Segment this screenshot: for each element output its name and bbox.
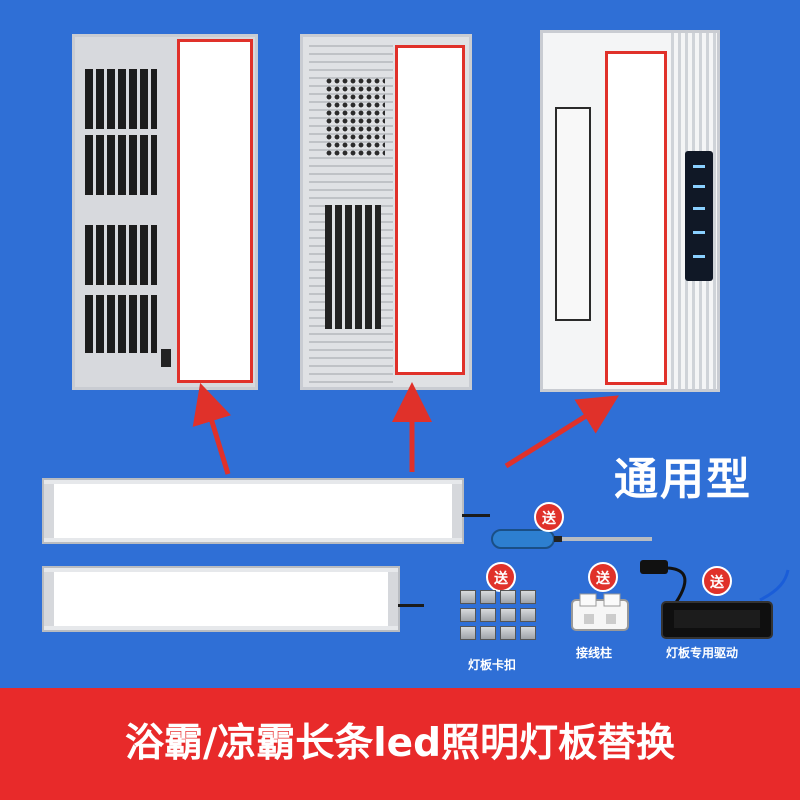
free-gift-badge: 送 xyxy=(534,502,564,532)
accessory-label-clips: 灯板卡扣 xyxy=(468,658,517,672)
screwdriver-icon xyxy=(491,529,652,549)
led-panel-highlight xyxy=(395,45,465,375)
bath-heater-fixture-1 xyxy=(72,34,258,390)
bath-heater-fixture-3 xyxy=(540,30,720,392)
clip-icon xyxy=(460,590,476,604)
vent-grille xyxy=(325,205,381,329)
screwdriver: 送 xyxy=(488,502,658,554)
clip-icon xyxy=(460,608,476,622)
bath-heater-fixture-2 xyxy=(300,34,472,390)
led-strip-panel xyxy=(42,478,464,544)
panel-clips: 送 xyxy=(456,562,550,656)
led-panel-highlight xyxy=(605,51,667,385)
clip-icon xyxy=(480,608,496,622)
control-indicator xyxy=(693,255,705,258)
clip-icon xyxy=(500,608,516,622)
universal-headline: 通用型 xyxy=(614,454,752,505)
accessory-label-driver: 灯板专用驱动 xyxy=(666,646,739,660)
arrow-to-fixture-1 xyxy=(192,382,231,475)
arrow-to-fixture-3 xyxy=(504,395,619,469)
clip-icon xyxy=(480,626,496,640)
control-indicator xyxy=(693,207,705,210)
led-driver: 送 xyxy=(640,560,790,660)
air-outlet xyxy=(555,107,591,321)
free-gift-badge: 送 xyxy=(486,562,516,592)
strip-end-cap xyxy=(452,484,462,538)
power-wire xyxy=(462,514,490,517)
strip-end-cap xyxy=(388,572,398,626)
clip-icon xyxy=(520,590,536,604)
control-indicator xyxy=(693,231,705,234)
clip-icon xyxy=(480,590,496,604)
accessory-label-terminal: 接线柱 xyxy=(576,646,613,660)
terminal-block: 送 xyxy=(566,562,636,640)
led-driver-icon xyxy=(640,560,790,639)
strip-end-cap xyxy=(44,572,54,626)
led-strip-panel xyxy=(42,566,400,632)
clip-icon xyxy=(520,626,536,640)
led-panel-highlight xyxy=(177,39,253,383)
vent-grille xyxy=(85,225,157,285)
terminal-block-icon xyxy=(571,593,629,631)
perforated-vent xyxy=(325,77,385,157)
free-gift-badge: 送 xyxy=(588,562,618,592)
temperature-display xyxy=(161,349,171,367)
vent-grille xyxy=(85,135,157,195)
power-wire xyxy=(398,604,424,607)
vent-grille xyxy=(85,295,157,353)
clip-icon xyxy=(500,590,516,604)
touch-control-panel xyxy=(685,151,713,281)
clip-icon xyxy=(500,626,516,640)
bottom-banner: 浴霸/凉霸长条led照明灯板替换 xyxy=(0,688,800,800)
control-indicator xyxy=(693,185,705,188)
free-gift-badge: 送 xyxy=(702,566,732,596)
vent-grille xyxy=(85,69,157,129)
control-indicator xyxy=(693,165,705,168)
clip-icon xyxy=(520,608,536,622)
strip-end-cap xyxy=(44,484,54,538)
banner-title: 浴霸/凉霸长条led照明灯板替换 xyxy=(125,721,675,766)
clip-icon xyxy=(460,626,476,640)
